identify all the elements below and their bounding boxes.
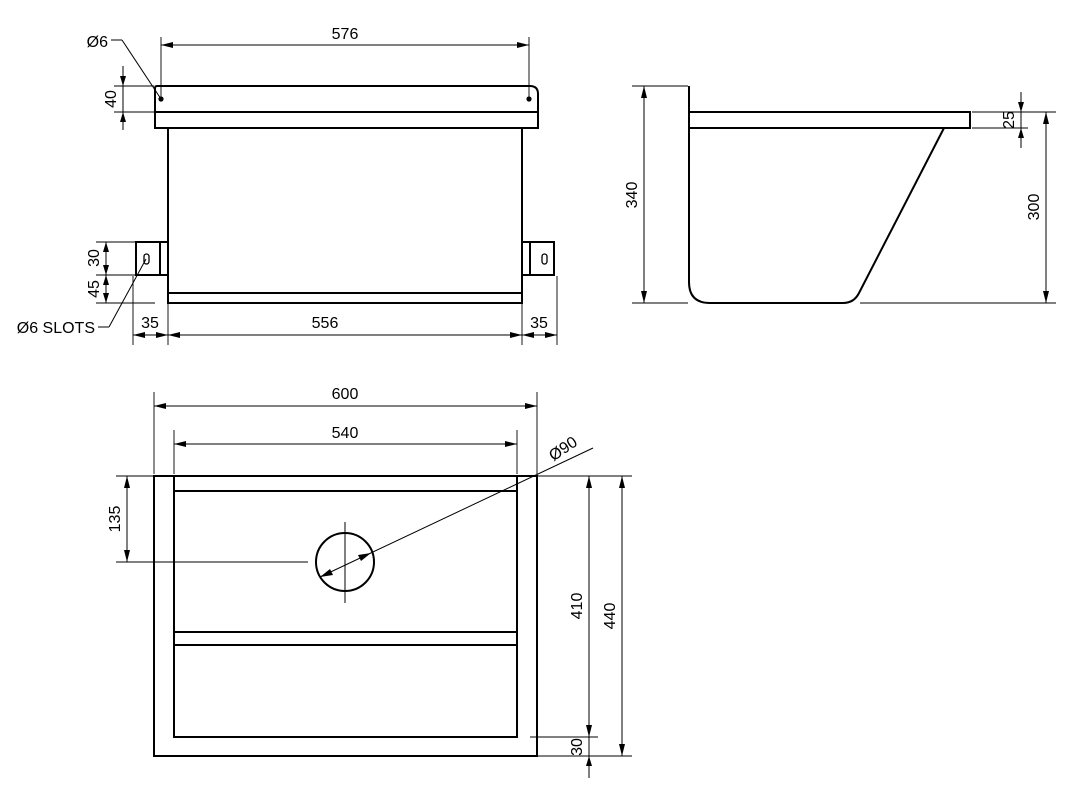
plan-inner-basin xyxy=(173,475,518,738)
front-slot-left xyxy=(143,253,150,265)
leader-hole xyxy=(121,39,162,100)
front-top-flange xyxy=(154,85,539,129)
dim-total-height: 340 xyxy=(624,182,641,209)
plan-outer-rim xyxy=(153,475,538,757)
dim-right-offset: 35 xyxy=(530,315,548,332)
front-slot-right xyxy=(541,253,548,265)
plan-view: 600 540 Ø90 135 410 440 30 xyxy=(107,386,632,778)
dim-flange-height: 40 xyxy=(103,90,120,108)
dim-inner-depth: 410 xyxy=(569,593,586,620)
front-hole-right xyxy=(526,96,532,102)
dim-bottom-width: 556 xyxy=(312,315,339,332)
dim-bottom-margin: 30 xyxy=(569,738,586,756)
side-bowl-profile xyxy=(688,127,945,304)
dim-drain-diameter: Ø90 xyxy=(546,434,581,465)
leader-slot xyxy=(108,258,147,328)
dim-top-width: 576 xyxy=(332,26,359,43)
dim-body-height: 300 xyxy=(1026,194,1043,221)
dim-outer-depth: 440 xyxy=(602,603,619,630)
label-hole-callout: Ø6 xyxy=(87,34,108,51)
dim-drain-offset: 135 xyxy=(107,506,124,533)
front-bracket-right xyxy=(522,241,555,276)
dim-bracket-lower: 45 xyxy=(86,280,103,298)
dim-bracket-upper: 30 xyxy=(86,249,103,267)
front-body xyxy=(167,127,523,304)
side-top-lip xyxy=(689,111,971,129)
front-bracket-left xyxy=(135,241,168,276)
dim-left-offset: 35 xyxy=(141,315,159,332)
dim-inner-width: 540 xyxy=(332,425,359,442)
dim-lip-thickness: 25 xyxy=(1001,111,1018,129)
dim-outer-width: 600 xyxy=(332,386,359,403)
front-view: 576 Ø6 40 30 45 Ø6 SLOTS xyxy=(17,26,558,345)
label-slot-callout: Ø6 SLOTS xyxy=(17,320,95,337)
side-view: 340 25 300 xyxy=(624,85,1056,304)
